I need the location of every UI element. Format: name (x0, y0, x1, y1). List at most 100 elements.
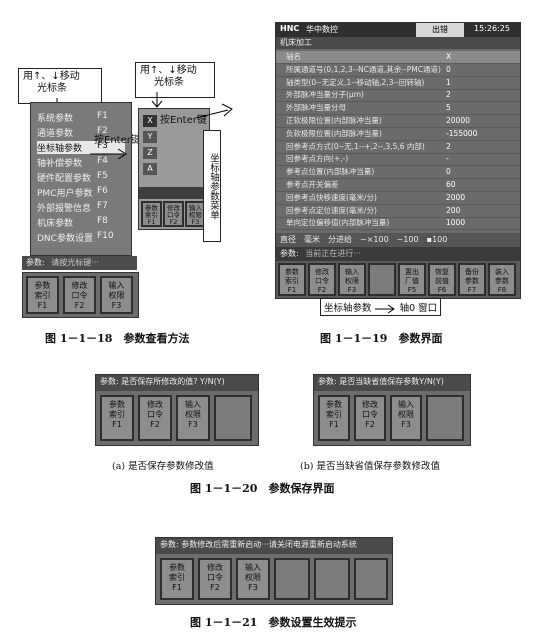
param-row[interactable]: 单向定位偏移值(内部脉冲当量)1000 (276, 217, 520, 231)
softkey-f2[interactable]: 修改 口令 F2 (138, 395, 172, 441)
menu-item-key: F1 (97, 111, 108, 121)
param-value: 20000 (446, 116, 470, 125)
softkey-empty[interactable] (426, 395, 464, 441)
axis-item-y[interactable]: Y (143, 131, 157, 143)
param-name: 回参考点方式(0--无,1--+,2--,3,5,6 内部) (286, 141, 425, 151)
param-name: 轴类型(0--无定义,1--移动轴,2,3--回转轴) (286, 77, 425, 87)
param-row[interactable]: 轴类型(0--无定义,1--移动轴,2,3--回转轴)1 (276, 77, 520, 90)
vertical-menu-label: 坐标轴参数菜单 (203, 130, 221, 242)
param-row[interactable]: 参考点位置(内部脉冲当量) 0 (276, 166, 520, 180)
param-row[interactable]: 回参考点方式(0--无,1--+,2--,3,5,6 内部) 2 (276, 141, 520, 154)
arrow-right-icon (374, 304, 395, 313)
softkey-f2[interactable]: 修改 口令 F2 (163, 201, 184, 227)
clock: 15:26:25 (474, 24, 510, 33)
softkey-f1[interactable]: 参数 索引 F1 (318, 395, 350, 441)
window-label-part: 窗口 (418, 303, 438, 314)
menu-item-label: DNC参数设置 (37, 234, 93, 244)
softkey-f7[interactable]: 备份 参数 F7 (458, 263, 486, 296)
menu-item-key: F8 (97, 216, 108, 226)
status-hint: 请按光标键··· (51, 258, 99, 267)
menu-item-label: 坐标轴参数 (37, 144, 83, 154)
param-name: 回参考点方向(+,-) (286, 154, 349, 164)
enter-text: 按Enter键 (160, 115, 207, 126)
softkey-f1[interactable]: 参数 索引 F1 (278, 263, 306, 296)
softkey-f2[interactable]: 修改 口令 F2 (198, 558, 232, 600)
menu-item[interactable]: 外部报警信息 F7 (37, 201, 125, 214)
param-name: 参考点位置(内部脉冲当量) (286, 167, 375, 177)
app-title: 华中数控 (306, 25, 338, 34)
softkey-f1[interactable]: 参数 索引 F1 (100, 395, 134, 441)
status-bar: 参数: 是否保存所修改的值? Y/N(Y) (96, 375, 258, 391)
softkey-empty[interactable] (274, 558, 310, 600)
softkey-f3[interactable]: 输入 权限 F3 (100, 276, 133, 314)
menu-item[interactable]: 硬件配置参数 F5 (37, 171, 125, 184)
param-name: 负软极限位置(内部脉冲当量) (286, 128, 382, 138)
softkey-f1[interactable]: 参数 索引 F1 (160, 558, 194, 600)
menu-item-key: F5 (97, 171, 108, 181)
param-value: 200 (446, 205, 461, 215)
param-row[interactable]: 所属通道号(0,1,2,3--NC通道,其余--PMC通道)0 (276, 64, 520, 77)
menu-item-key: F4 (97, 156, 108, 166)
softkey-empty[interactable] (314, 558, 350, 600)
param-value: 0 (446, 167, 451, 177)
param-value: 2 (446, 141, 451, 151)
param-value: 2 (446, 90, 451, 100)
softkey-f5[interactable]: 置出 厂值 F5 (398, 263, 426, 296)
softkey-empty[interactable] (354, 558, 388, 600)
softkey-f3[interactable]: 输入 权限 F3 (176, 395, 210, 441)
move-cursor-callout-2: 用↑、↓移动 光标条 (135, 62, 215, 98)
enter-label-2: 按Enter键 (160, 115, 207, 127)
status-bar: 参数: 参数修改后需重新启动···请关闭电源重新启动系统 (156, 538, 392, 554)
param-row[interactable]: 外部脉冲当量分子(μm)2 (276, 89, 520, 103)
param-row[interactable]: 回参考点定位速度(毫米/分)200 (276, 205, 520, 218)
softkey-f3[interactable]: 输入 权限 F3 (390, 395, 422, 441)
softkey-f3[interactable]: 输入 权限 F3 (338, 263, 366, 296)
softkey-empty[interactable] (214, 395, 252, 441)
menu-item-label: 硬件配置参数 (37, 174, 92, 184)
arrow-right-icon (196, 103, 233, 119)
menu-item-label: PMC用户参数 (37, 189, 93, 199)
header-bar: HNC 华中数控 出错 15:26:25 (276, 23, 520, 37)
menu-item-label: 外部报警信息 (37, 204, 92, 214)
softkey-f1[interactable]: 参数 索引 F1 (26, 276, 59, 314)
axis-item-x[interactable]: X (143, 115, 157, 127)
axis-item-a[interactable]: A (143, 163, 157, 175)
status-label: 参数: (26, 258, 45, 267)
param-row[interactable]: 回参考点方向(+,-)- (276, 153, 520, 167)
param-row[interactable]: 正软极限位置(内部脉冲当量)20000 (276, 115, 520, 128)
param-name: 单向定位偏移值(内部脉冲当量) (286, 218, 390, 228)
softkey-f1[interactable]: 参数 索引 F1 (141, 201, 162, 227)
softkey-f2[interactable]: 修改 口令 F2 (354, 395, 386, 441)
softkey-f8[interactable]: 装入 参数 F8 (488, 263, 516, 296)
softkey-f2[interactable]: 修改 口令 F2 (308, 263, 336, 296)
status-hint: 当前正在进行··· (305, 249, 361, 258)
softkey-f3[interactable]: 输入 权限 F3 (236, 558, 270, 600)
figure-caption: 图 1－1－19 参数界面 (320, 332, 443, 345)
param-name: 回参考点快移速度(毫米/分) (286, 192, 377, 202)
softkey-bar: 参数 索引 F1 修改 口令 F2 输入 权限 F3 (22, 272, 139, 318)
axis-item-z[interactable]: Z (143, 147, 157, 159)
axis-submenu-panel: X Y Z A 参数 索引 F1 修改 口令 F2 输入 权限 F3 (138, 108, 210, 230)
logo: HNC (280, 24, 300, 33)
softkey-f2[interactable]: 修改 口令 F2 (63, 276, 96, 314)
param-row[interactable]: 负软极限位置(内部脉冲当量)-155000 (276, 128, 520, 141)
menu-item-key: F2 (97, 126, 108, 136)
param-row[interactable]: 回参考点快移速度(毫米/分)2000 (276, 192, 520, 205)
figure-caption: 图 1－1－18 参数查看方法 (45, 332, 190, 345)
callout-text: 用↑、↓移动 (140, 65, 197, 76)
move-cursor-callout: 用↑、↓移动 光标条 (18, 68, 102, 104)
menu-item-key: F7 (97, 201, 108, 211)
softkey-f6[interactable]: 恢复 前值 F6 (428, 263, 456, 296)
softkey-f4[interactable] (368, 263, 396, 296)
